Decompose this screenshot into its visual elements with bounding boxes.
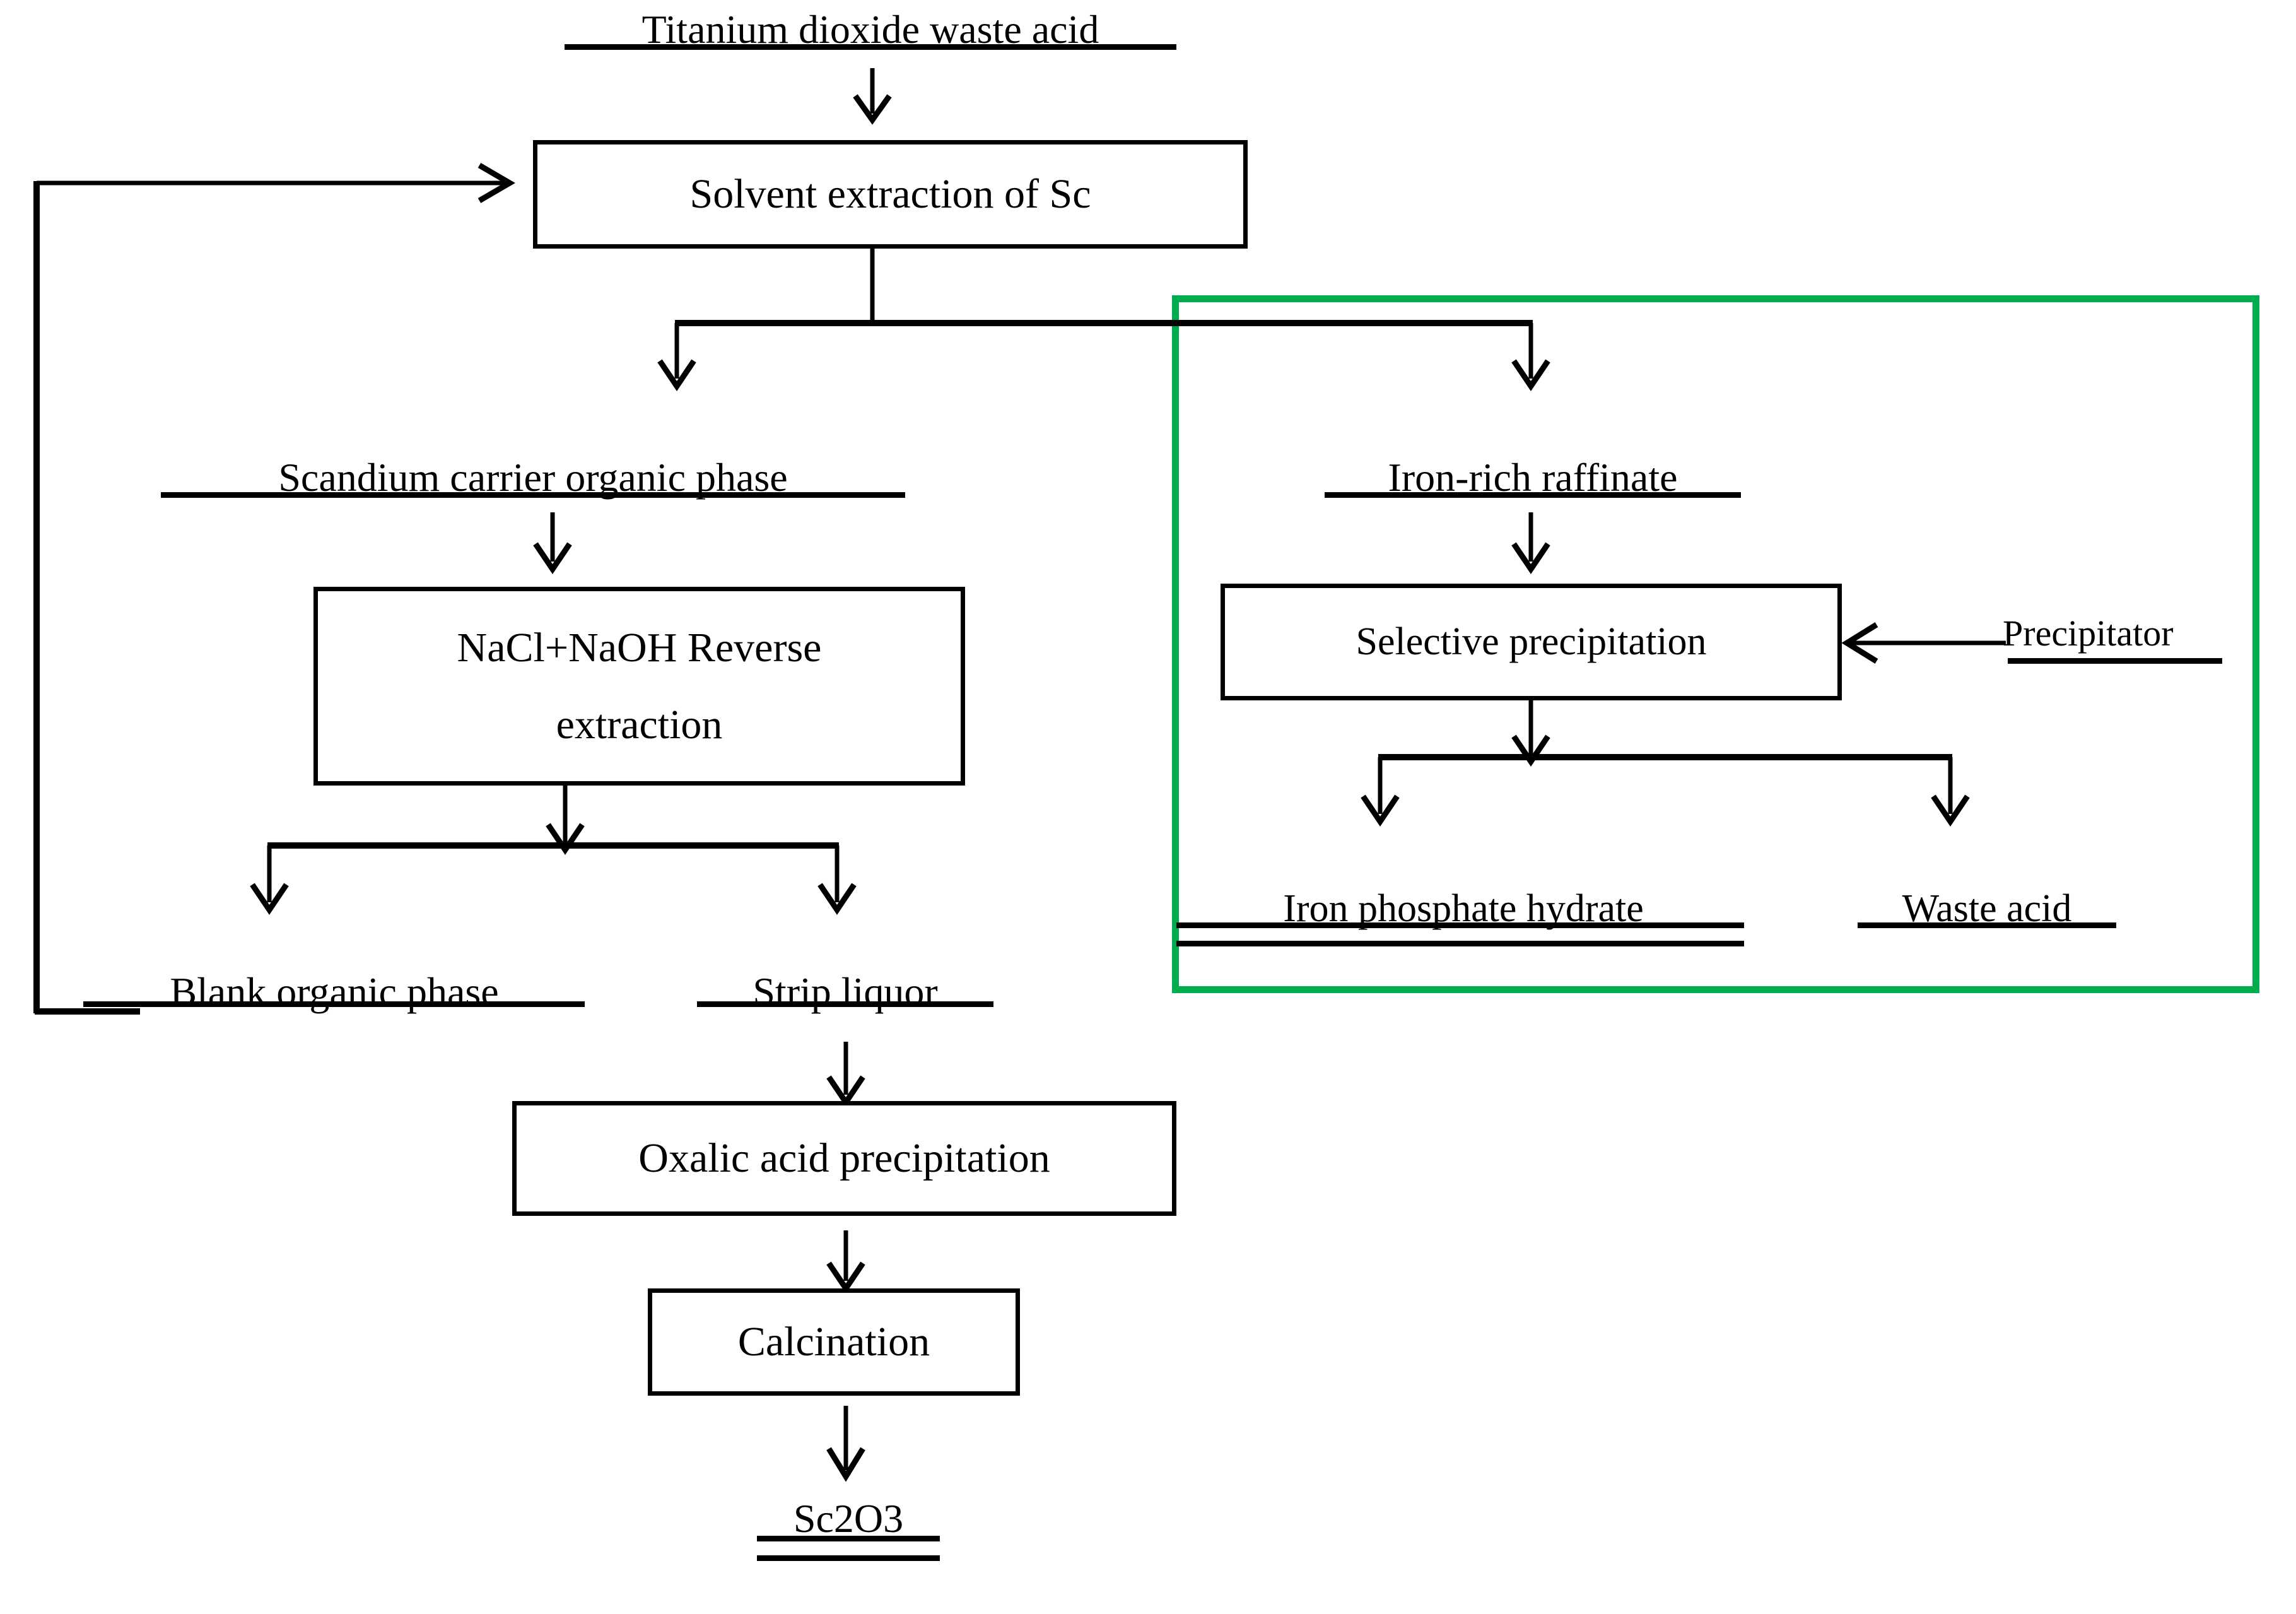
arrowhead-feed: [853, 94, 892, 125]
blank-organic-underline: [83, 1001, 585, 1007]
arrowhead-blank-organic: [250, 883, 289, 916]
iron-recovery-highlight-frame: [1172, 295, 2259, 993]
precipitator-label-text: Precipitator: [2003, 613, 2174, 654]
process-box-solvent-extraction[interactable]: Solvent extraction of Sc: [533, 140, 1248, 249]
stream-label-strip-liquor: Strip liquor: [672, 969, 1019, 1014]
arrowhead-split-left: [657, 359, 696, 392]
oxalic-precipitation-label: Oxalic acid precipitation: [638, 1135, 1050, 1182]
scandium-organic-underline: [161, 492, 905, 498]
product-underline-1: [757, 1536, 940, 1541]
arrowhead-organic: [533, 542, 572, 575]
reverse-extraction-label-line1: NaCl+NaOH Reverse: [457, 624, 822, 671]
arrowhead-reverse-down: [546, 823, 585, 856]
arrowhead-oxalic: [826, 1075, 865, 1108]
reverse-extraction-label-line2: extraction: [556, 701, 723, 748]
solvent-extraction-label: Solvent extraction of Sc: [689, 171, 1091, 218]
precipitator-underline: [2008, 658, 2222, 664]
process-box-oxalic-precipitation[interactable]: Oxalic acid precipitation: [512, 1101, 1176, 1216]
stream-label-iron-raffinate: Iron-rich raffinate: [1243, 454, 1823, 500]
arrowhead-product: [826, 1447, 865, 1482]
waste-acid-underline: [1858, 922, 2116, 928]
selective-precipitation-label: Selective precipitation: [1356, 620, 1707, 663]
blank-organic-label-text: Blank organic phase: [170, 969, 499, 1014]
stream-label-feed: Titanium dioxide waste acid: [555, 6, 1186, 52]
strip-liquor-label-text: Strip liquor: [753, 969, 938, 1014]
arrowhead-strip-liquor: [817, 883, 857, 916]
product-label-text: Sc2O3: [793, 1496, 904, 1541]
product-underline-2: [757, 1555, 940, 1561]
strip-liquor-underline: [697, 1001, 993, 1007]
iron-raffinate-underline: [1325, 492, 1741, 498]
feed-underline: [565, 44, 1176, 50]
stream-label-product: Sc2O3: [684, 1495, 1012, 1561]
stream-label-blank-organic: Blank organic phase: [57, 969, 612, 1014]
process-box-reverse-extraction[interactable]: NaCl+NaOH Reverse extraction: [313, 587, 965, 786]
process-box-selective-precipitation[interactable]: Selective precipitation: [1221, 584, 1842, 700]
stream-label-precipitator: Precipitator: [2003, 612, 2268, 664]
arrowhead-calcination: [826, 1261, 865, 1294]
process-box-calcination[interactable]: Calcination: [648, 1288, 1020, 1396]
stream-label-iron-phosphate: Iron phosphate hydrate: [1170, 887, 1757, 946]
stream-label-scandium-organic: Scandium carrier organic phase: [114, 454, 952, 500]
stream-label-waste-acid: Waste acid: [1823, 887, 2151, 930]
arrowhead-recycle: [477, 163, 515, 203]
iron-phosphate-underline-1: [1176, 922, 1744, 928]
calcination-label: Calcination: [737, 1319, 930, 1365]
iron-phosphate-underline-2: [1176, 941, 1744, 946]
